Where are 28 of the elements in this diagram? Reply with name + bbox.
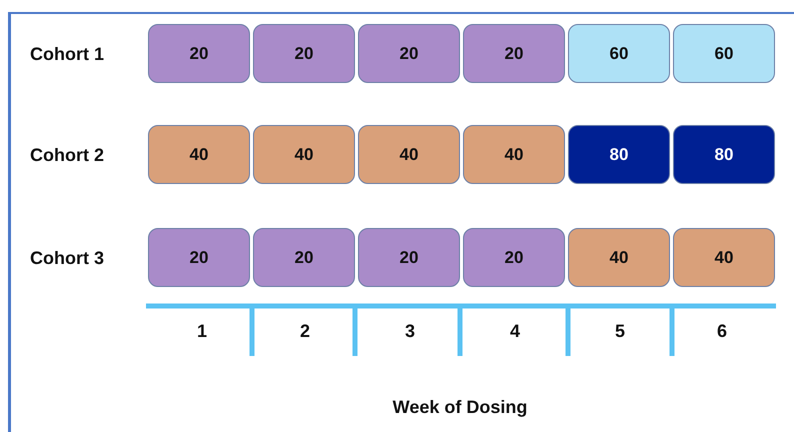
week-number: 5 (615, 320, 625, 343)
dose-box: 40 (253, 125, 355, 184)
dose-box: 80 (673, 125, 775, 184)
dose-box: 20 (463, 24, 565, 83)
dose-box: 20 (148, 24, 250, 83)
dose-box: 40 (568, 228, 670, 287)
dose-box: 20 (358, 24, 460, 83)
dose-box: 40 (673, 228, 775, 287)
week-number: 3 (405, 320, 415, 343)
dose-box: 40 (148, 125, 250, 184)
dose-box: 80 (568, 125, 670, 184)
dose-box: 20 (253, 228, 355, 287)
week-number: 4 (510, 320, 520, 343)
dose-box: 20 (253, 24, 355, 83)
cohort-label: Cohort 1 (30, 43, 104, 66)
week-number: 6 (717, 320, 727, 343)
cohort-label: Cohort 2 (30, 144, 104, 167)
dose-box: 60 (568, 24, 670, 83)
dose-box: 20 (463, 228, 565, 287)
dose-box: 20 (358, 228, 460, 287)
axis-title: Week of Dosing (392, 396, 528, 419)
week-number: 2 (300, 320, 310, 343)
dose-box: 60 (673, 24, 775, 83)
dose-box: 40 (358, 125, 460, 184)
dose-box: 20 (148, 228, 250, 287)
week-number: 1 (197, 320, 207, 343)
dose-box: 40 (463, 125, 565, 184)
cohort-label: Cohort 3 (30, 247, 104, 270)
